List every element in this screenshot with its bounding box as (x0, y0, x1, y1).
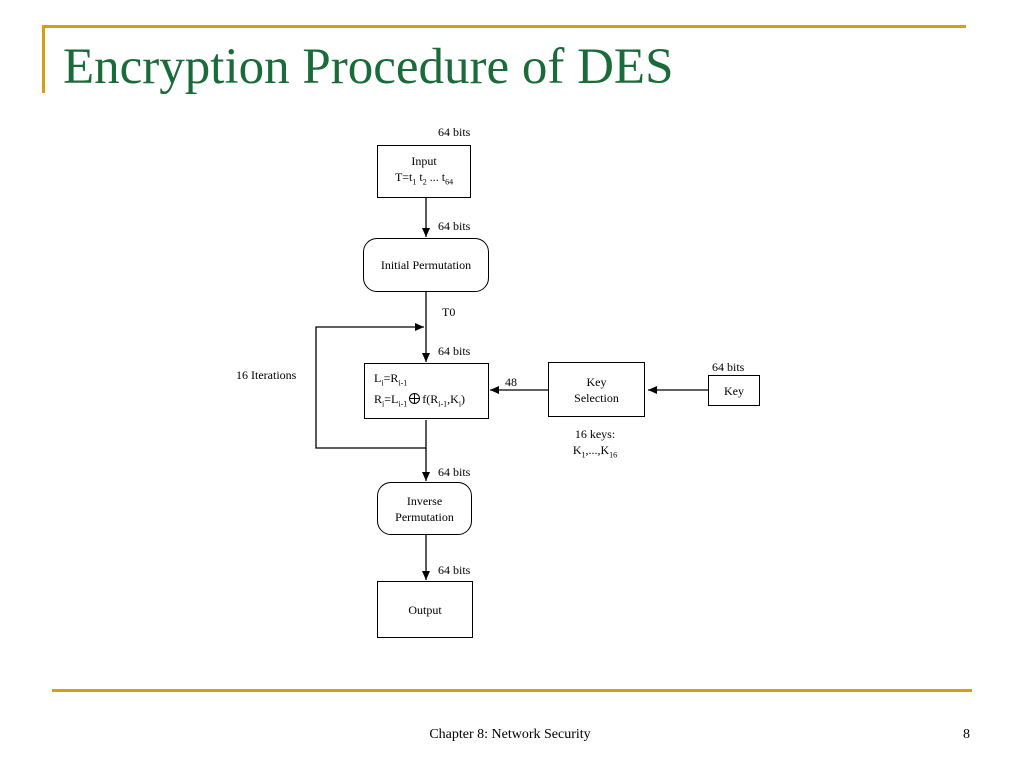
xor-icon (409, 393, 421, 404)
t0-label: T0 (442, 305, 456, 319)
inverse-permutation-box: Inverse Permutation (377, 482, 472, 535)
iter-bits-label: 64 bits (438, 344, 471, 358)
key-bits-label: 64 bits (712, 360, 745, 374)
inverse-permutation-line1: Inverse (406, 493, 443, 508)
input-bits-label: 64 bits (438, 125, 471, 139)
inv-bits-label: 64 bits (438, 465, 471, 479)
input-box-title: Input (411, 153, 437, 168)
iteration-loop (315, 323, 427, 449)
round-left-formula: Li=Ri-1 (374, 370, 408, 387)
slide-title: Encryption Procedure of DES (63, 39, 674, 95)
input-box-formula: T=t1 t2 ... t64 (394, 169, 454, 187)
keys-caption: 16 keys: K1,...,K16 (560, 426, 630, 463)
input-box: Input T=t1 t2 ... t64 (377, 145, 471, 198)
key-box: Key (708, 375, 760, 406)
left-rule (42, 25, 45, 93)
out-bits-label: 64 bits (438, 563, 471, 577)
key-label: Key (724, 383, 744, 398)
initial-permutation-label: Initial Permutation (380, 258, 472, 272)
bottom-rule (52, 689, 972, 692)
output-label: Output (408, 602, 442, 617)
iterations-label: 16 Iterations (236, 368, 297, 382)
page-number: 8 (963, 727, 970, 742)
key-selection-line1: Key (586, 374, 607, 389)
output-box: Output (377, 581, 473, 638)
key-width-label: 48 (505, 375, 517, 389)
footer-chapter: Chapter 8: Network Security (429, 727, 591, 742)
inverse-permutation-line2: Permutation (395, 509, 454, 524)
keys-caption-line2: K1,...,K16 (572, 443, 618, 460)
ip-bits-label: 64 bits (438, 219, 471, 233)
keys-caption-line1: 16 keys: (574, 427, 616, 441)
key-selection-box: Key Selection (548, 362, 645, 417)
top-rule (42, 25, 966, 28)
initial-permutation-box: Initial Permutation (363, 238, 489, 292)
key-selection-line2: Selection (574, 390, 619, 405)
